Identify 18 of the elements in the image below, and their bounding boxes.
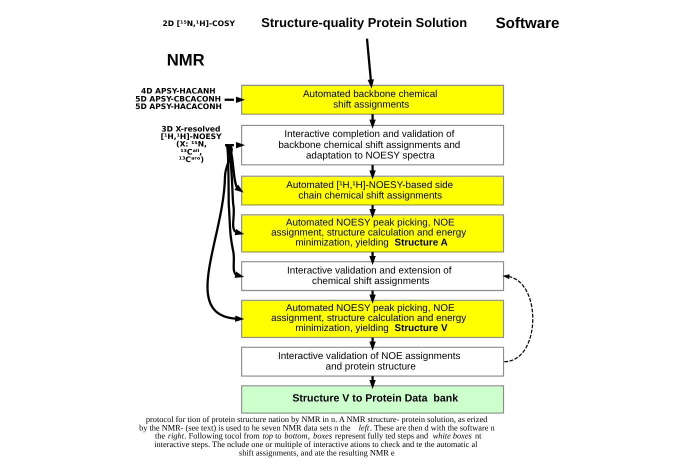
node-box: Structure V to Protein Data bank xyxy=(241,385,504,414)
label: 2D [¹⁵N,¹H]-COSY xyxy=(162,18,235,28)
arrow xyxy=(366,38,374,89)
label: NMR xyxy=(166,50,205,70)
node-box: Automated [¹H,¹H]-NOESY-based side chain chemical shift assignments xyxy=(241,176,504,206)
arrow xyxy=(224,96,246,103)
node-box: Automated backbone chemical shift assignments xyxy=(241,84,504,115)
node-box: Automated NOESY peak picking, NOE assignment, structure calculation and energy minimization, yielding Structure A xyxy=(241,214,504,252)
arrow xyxy=(502,274,534,362)
caption: protocol for tion of protein structure nation by NMR in n. A NMR structure- protein solution, as erized by the NMR- (see text) is used to he seven NMR data sets n the left. These are then d with the software n the right. Following tocol from top to bottom, boxes represent fully ted steps and white boxes nt interactive steps. The nclude one or multiple of interactive ations to check and te the automatic al shift assignments, and ate the resulting NMR e xyxy=(139,415,495,458)
node-box: Interactive validation of NOE assignments and protein structure xyxy=(241,346,504,377)
node-box: Interactive validation and extension of chemical shift assignments xyxy=(241,261,504,292)
node-box: Automated NOESY peak picking, NOE assignment, structure calculation and energy minimization, yielding Structure V xyxy=(241,300,504,338)
node-text: 3D X-resolved [¹H,¹H]-NOESY (X: ¹⁵N, ¹³Cᵃˡˡ, ¹³Cᵃʳᵒ) xyxy=(160,124,222,164)
node-text: 4D APSY-HACANH 5D APSY-CBCACONH 5D APSY-HACACONH xyxy=(135,86,222,111)
node-box: Interactive completion and validation of backbone chemical shift assignments and adaptation to NOESY spectra xyxy=(241,124,504,166)
node-text: Structure-quality Protein Solution xyxy=(261,15,468,30)
label: Software xyxy=(496,14,560,32)
